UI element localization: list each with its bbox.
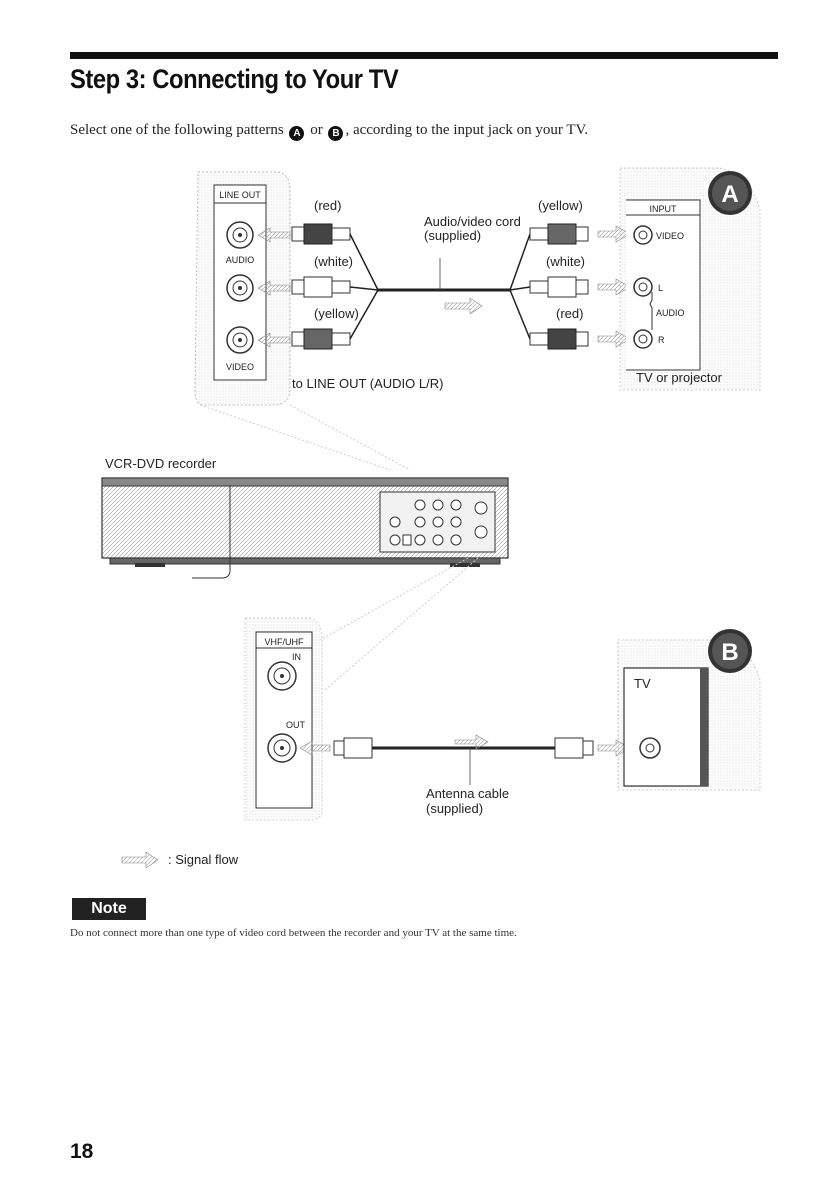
pattern-a-badge: A (708, 171, 752, 215)
right-white-label: (white) (546, 254, 585, 269)
signal-flow-label: : Signal flow (168, 852, 239, 867)
vcr-dvd-recorder (101, 477, 509, 579)
input-label: INPUT (650, 204, 678, 214)
antenna-supplied-label: (supplied) (426, 801, 483, 816)
antenna-in-jack (267, 661, 297, 691)
antenna-signal-arrow (454, 734, 489, 750)
tv-jack-r (633, 329, 653, 349)
antenna-cable (333, 737, 594, 759)
left-signal-arrows (257, 227, 291, 348)
top-rule (70, 52, 778, 59)
pattern-a-badge-label: A (721, 181, 738, 208)
callout-leader-b2 (324, 557, 479, 691)
intro-before: Select one of the following patterns (70, 122, 288, 138)
right-yellow-label: (yellow) (538, 198, 583, 213)
line-out-jack-red (226, 221, 254, 249)
note-text: Do not connect more than one type of vid… (70, 927, 517, 939)
line-out-jack-white (226, 274, 254, 302)
left-yellow-label: (yellow) (314, 306, 359, 321)
av-cord (349, 233, 531, 340)
callout-leader-b (319, 557, 469, 641)
tv-jack-video (633, 225, 653, 245)
tv-b-label: TV (634, 676, 651, 691)
antenna-panel (255, 631, 313, 809)
tv-antenna-jack (639, 737, 661, 759)
pattern-b-badge: B (708, 629, 752, 673)
in-label: IN (292, 652, 301, 662)
signal-flow-arrow-icon (121, 851, 159, 869)
recorder-label: VCR-DVD recorder (105, 456, 217, 471)
pattern-b-marker: B (328, 126, 344, 141)
to-line-out-label: to LINE OUT (AUDIO L/R) (292, 376, 443, 391)
tv-video-label: VIDEO (656, 231, 684, 241)
callout-leader-a (199, 404, 391, 471)
antenna-out-jack (267, 733, 297, 763)
tv-jack-l (633, 277, 653, 297)
left-red-label: (red) (314, 198, 341, 213)
callout-leader-a2 (289, 404, 411, 471)
cord-label: Audio/video cord (424, 214, 521, 229)
note-heading: Note (72, 898, 146, 920)
cord-signal-arrow (444, 297, 483, 315)
tv-projector-label: TV or projector (636, 370, 723, 385)
audio-label: AUDIO (226, 255, 255, 265)
antenna-cable-label: Antenna cable (426, 786, 509, 801)
intro-text: Select one of the following patterns A o… (70, 122, 588, 141)
pattern-b-badge-label: B (721, 639, 738, 666)
cord-supplied-label: (supplied) (424, 228, 481, 243)
pattern-a-marker: A (289, 126, 305, 141)
right-plugs (529, 223, 589, 350)
video-label: VIDEO (226, 362, 254, 372)
tv-r-label: R (658, 335, 665, 345)
tv-b-side (700, 668, 708, 786)
intro-or: or (306, 122, 327, 138)
line-out-jack-yellow (226, 326, 254, 354)
line-out-label: LINE OUT (219, 190, 261, 200)
tv-l-label: L (658, 283, 663, 293)
right-red-label: (red) (556, 306, 583, 321)
intro-after: , according to the input jack on your TV… (345, 122, 589, 138)
left-white-label: (white) (314, 254, 353, 269)
out-label: OUT (286, 720, 306, 730)
left-plugs (291, 223, 351, 350)
antenna-left-arrow (299, 740, 331, 756)
tv-b-box (623, 667, 709, 787)
audio-bracket (649, 292, 653, 330)
page-title: Step 3: Connecting to Your TV (70, 64, 399, 94)
page-number: 18 (70, 1140, 94, 1163)
vhf-uhf-label: VHF/UHF (265, 637, 304, 647)
tv-audio-label: AUDIO (656, 308, 685, 318)
